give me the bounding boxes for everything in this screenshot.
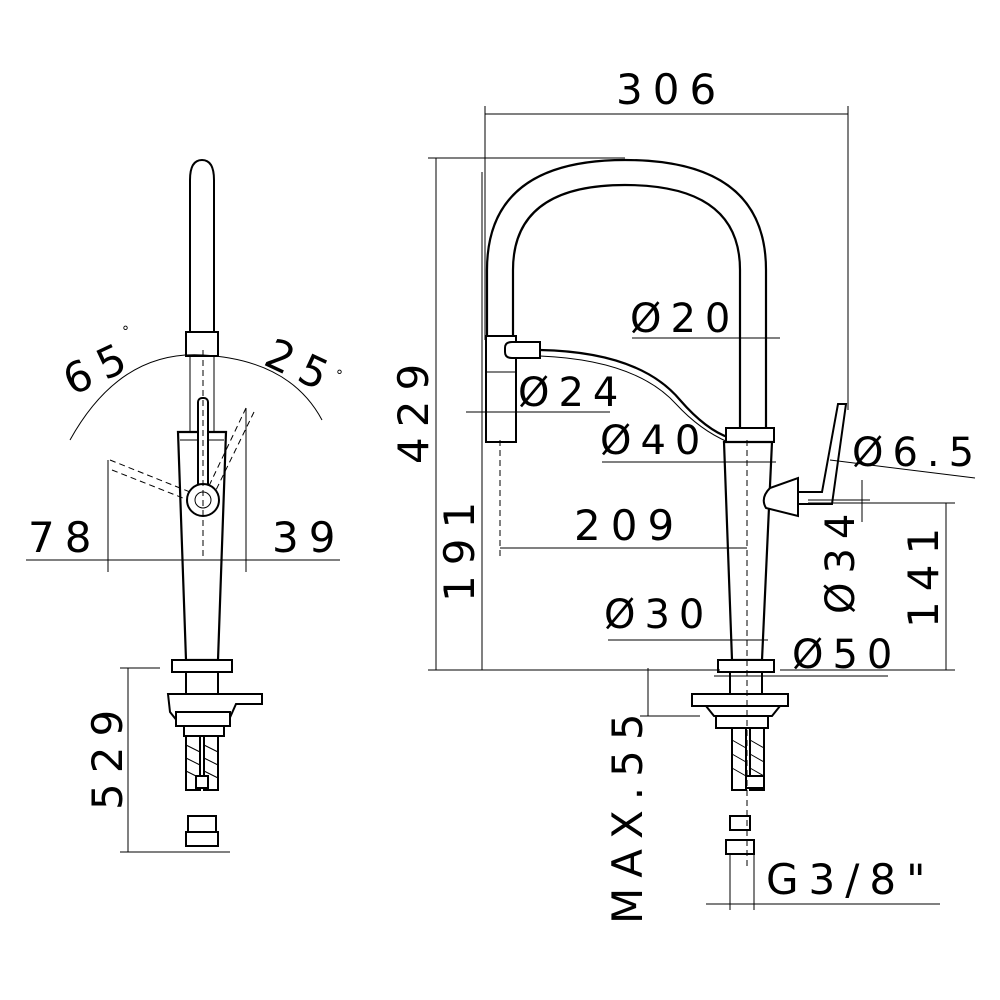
front-base <box>717 659 775 673</box>
front-view: 306 429 Ø20 Ø24 Ø40 Ø6.5 209 191 Ø34 141… <box>389 65 983 924</box>
front-handshower-holder <box>504 341 541 359</box>
side-angle-left: 65 <box>56 330 143 405</box>
front-lever-hub-diameter: Ø34 <box>818 505 864 614</box>
front-body <box>722 440 774 662</box>
front-spout-diameter: Ø20 <box>630 296 739 342</box>
front-handshower-diameter: Ø24 <box>518 370 627 416</box>
front-height: 429 <box>389 354 438 464</box>
side-width-left: 78 <box>28 513 101 562</box>
side-angle-right: 25 <box>258 329 345 404</box>
front-lever-height: 141 <box>899 518 948 628</box>
front-max-deck: MAX.55 <box>603 703 652 924</box>
side-angle-left-degree: ° <box>122 324 129 340</box>
front-lever <box>797 403 848 505</box>
front-lever-diameter: Ø6.5 <box>852 430 983 476</box>
front-hose <box>539 348 731 440</box>
front-mounting-plate <box>691 693 789 707</box>
front-body-top-diameter: Ø40 <box>600 418 709 464</box>
front-hose-left <box>731 727 747 791</box>
side-view: 65 ° 25 ° 78 39 529 <box>26 158 345 853</box>
front-handshower <box>485 335 517 443</box>
side-angle-right-degree: ° <box>336 368 343 384</box>
front-connection: G3/8" <box>766 855 935 904</box>
side-width-right: 39 <box>272 513 345 562</box>
front-body-bottom-diameter: Ø30 <box>604 592 713 638</box>
side-lever-right-position <box>207 407 255 491</box>
side-spout-collar <box>185 331 219 357</box>
front-width: 306 <box>616 65 726 114</box>
front-lever-hub <box>762 476 799 518</box>
side-lever-left-position <box>109 459 191 501</box>
front-base-diameter: Ø50 <box>792 632 901 678</box>
front-spout <box>485 158 768 430</box>
front-reach: 209 <box>574 501 684 550</box>
side-spout <box>189 158 215 356</box>
side-depth: 529 <box>83 700 132 810</box>
front-body-collar <box>725 427 775 443</box>
side-base-plate <box>171 659 233 673</box>
front-height-to-outlet: 191 <box>435 492 484 602</box>
